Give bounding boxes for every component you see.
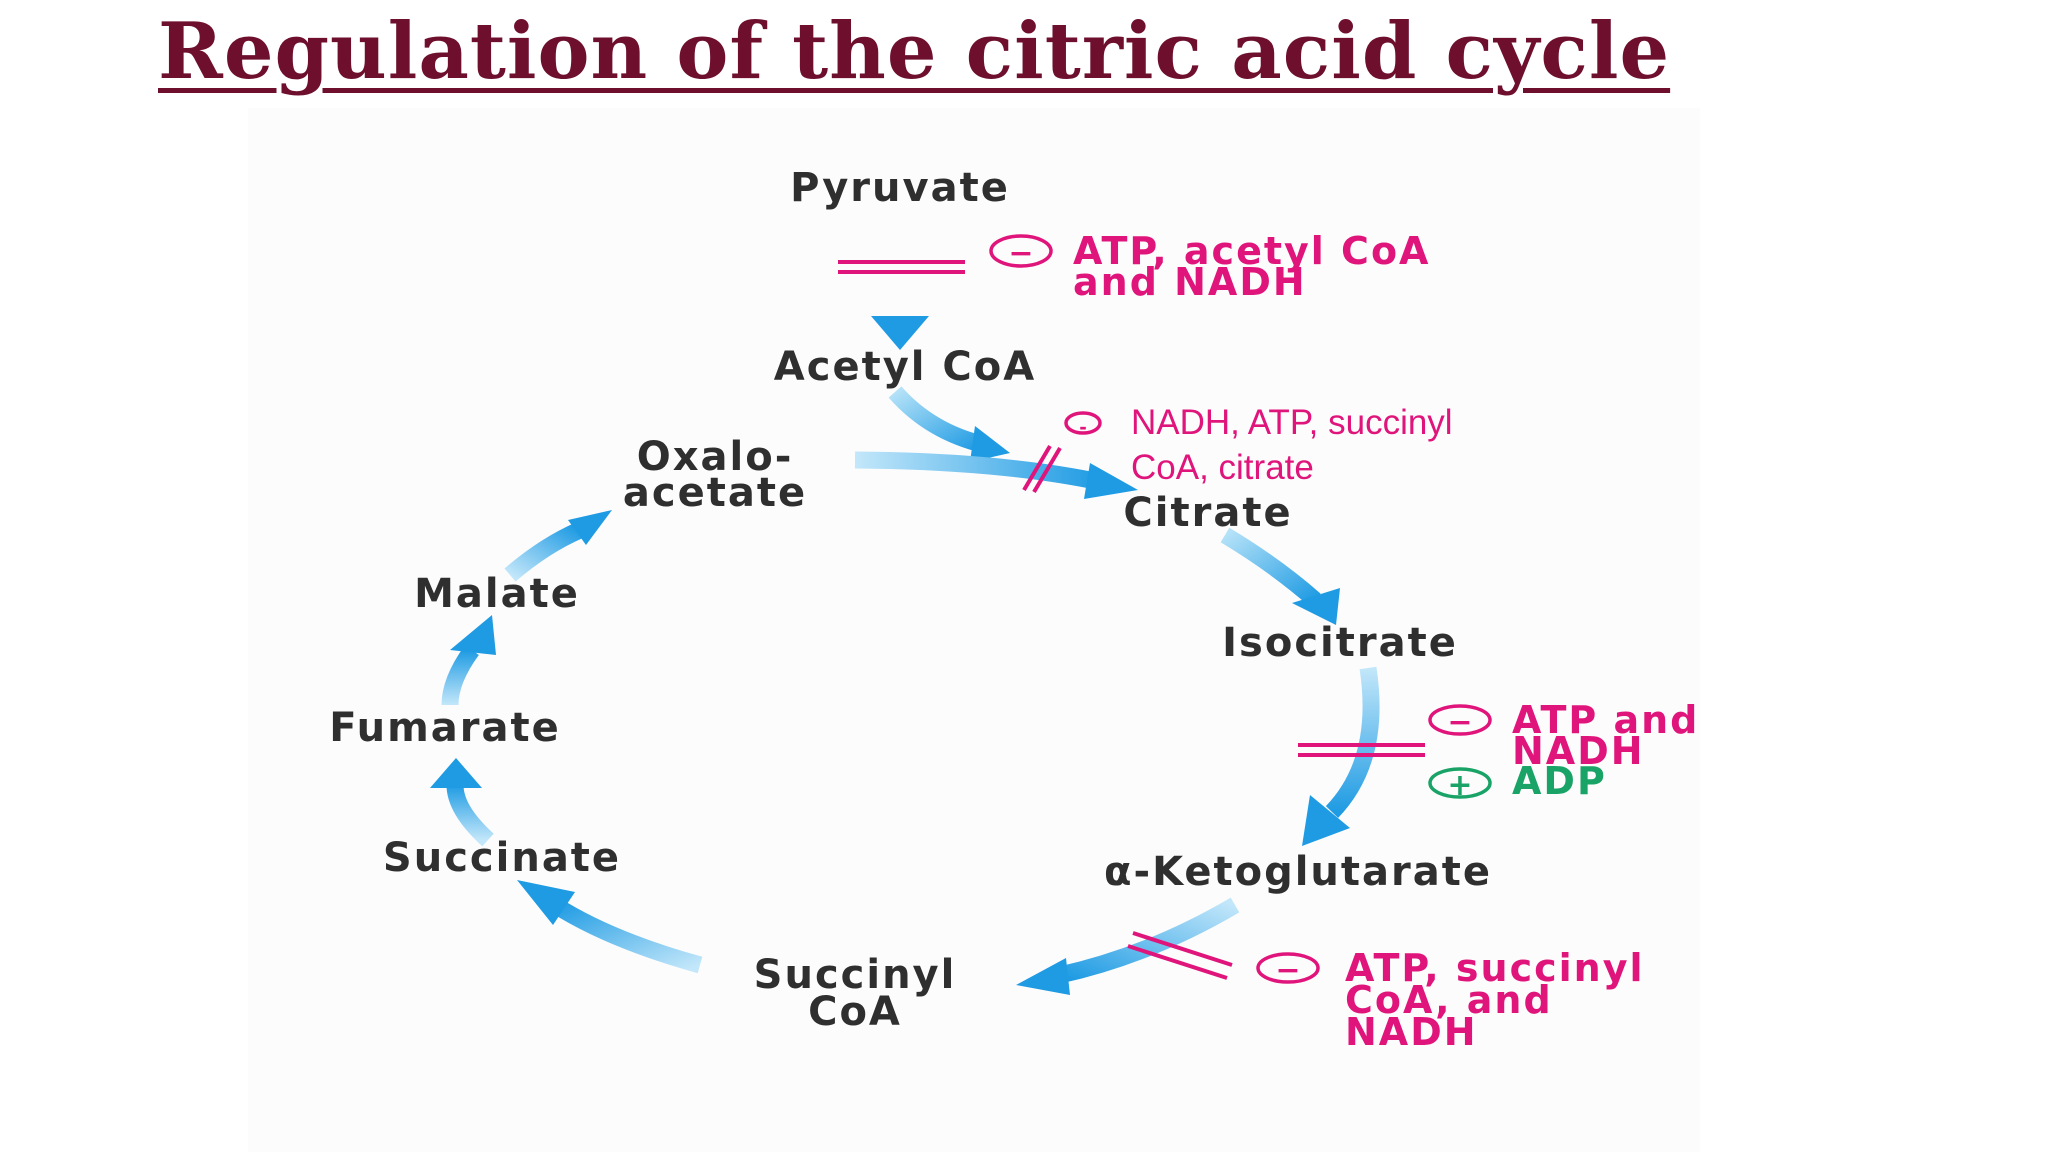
block-mark-isocitrate-dehydrogenase bbox=[1298, 743, 1425, 757]
inhibitors-line1: ATP, acetyl CoA bbox=[1073, 229, 1430, 273]
metabolite-alpha-ketoglutarate: α-Ketoglutarate bbox=[1104, 849, 1492, 895]
metabolite-oxaloacetate-line2: acetate bbox=[623, 470, 807, 516]
metabolite-succinate: Succinate bbox=[383, 835, 621, 881]
inhibitor-sign-icon bbox=[1064, 411, 1102, 435]
inhibitors-line2: CoA, citrate bbox=[1131, 448, 1314, 487]
inhibitors-line1: NADH, ATP, succinyl bbox=[1131, 403, 1453, 442]
arrow-succinyl-coa-to-succinate bbox=[517, 880, 703, 974]
regulation-citrate-synthase: - NADH, ATP, succinyl CoA, citrate bbox=[1064, 403, 1453, 487]
regulation-alpha-ketoglutarate-dehydrogenase: − ATP, succinyl CoA, and NADH bbox=[1256, 946, 1645, 1054]
arrow-citrate-to-isocitrate bbox=[1220, 527, 1340, 625]
inhibitor-sign-icon bbox=[1256, 952, 1320, 984]
metabolite-acetyl-coa: Acetyl CoA bbox=[774, 344, 1036, 390]
inhibitors-line3: NADH bbox=[1345, 1010, 1478, 1054]
inhibitor-sign-icon bbox=[989, 234, 1053, 268]
page-title: Regulation of the citric acid cycle bbox=[158, 6, 1671, 97]
regulation-isocitrate-dehydrogenase: − ATP and NADH + ADP bbox=[1428, 698, 1699, 803]
metabolite-pyruvate: Pyruvate bbox=[790, 165, 1010, 211]
activator-sign-icon bbox=[1428, 767, 1492, 799]
arrow-malate-to-oxaloacetate bbox=[504, 510, 612, 582]
block-mark-pyruvate-dehydrogenase bbox=[838, 260, 965, 274]
inhibitor-sign-symbol: − bbox=[1008, 236, 1033, 271]
metabolite-oxaloacetate-line1: Oxalo- bbox=[637, 434, 794, 480]
metabolite-malate: Malate bbox=[414, 571, 580, 617]
block-mark-alpha-ketoglutarate-dehydrogenase bbox=[1127, 931, 1233, 980]
inhibitors-line1: ATP and bbox=[1512, 698, 1699, 742]
citric-acid-cycle-diagram: Pyruvate Acetyl CoA Oxalo- acetate Citra… bbox=[329, 165, 1699, 1054]
metabolite-citrate: Citrate bbox=[1123, 490, 1292, 536]
metabolite-isocitrate: Isocitrate bbox=[1222, 620, 1458, 666]
metabolite-succinyl-coa-line1: Succinyl bbox=[754, 952, 957, 998]
inhibitor-sign-symbol: − bbox=[1447, 705, 1472, 740]
inhibitor-sign-symbol: - bbox=[1079, 414, 1086, 439]
activator-sign-symbol: + bbox=[1447, 768, 1472, 803]
arrow-oxaloacetate-to-citrate bbox=[854, 451, 1138, 499]
regulation-pyruvate-dehydrogenase: − ATP, acetyl CoA and NADH bbox=[989, 229, 1430, 304]
inhibitors-line2: NADH bbox=[1512, 729, 1645, 773]
arrow-fumarate-to-malate bbox=[441, 615, 496, 706]
arrow-pyruvate-to-acetyl-coa bbox=[871, 213, 929, 350]
inhibitors-line2: and NADH bbox=[1073, 260, 1307, 304]
figure-panel: Pyruvate Acetyl CoA Oxalo- acetate Citra… bbox=[248, 108, 1700, 1152]
inhibitor-sign-symbol: − bbox=[1275, 953, 1300, 988]
arrow-alpha-ketoglutarate-to-succinyl-coa bbox=[1016, 897, 1240, 995]
arrow-succinate-to-fumarate bbox=[430, 758, 494, 847]
inhibitors-line2: CoA, and bbox=[1345, 978, 1553, 1022]
activators: ADP bbox=[1512, 759, 1607, 803]
arrow-acetyl-coa-to-citrate bbox=[888, 386, 1010, 462]
arrow-isocitrate-to-alpha-ketoglutarate bbox=[1302, 666, 1380, 846]
metabolite-fumarate: Fumarate bbox=[329, 705, 560, 751]
inhibitor-sign-icon bbox=[1428, 704, 1492, 736]
inhibitors-line1: ATP, succinyl bbox=[1345, 946, 1645, 990]
metabolite-succinyl-coa-line2: CoA bbox=[808, 989, 902, 1035]
block-mark-citrate-synthase bbox=[1022, 444, 1062, 494]
